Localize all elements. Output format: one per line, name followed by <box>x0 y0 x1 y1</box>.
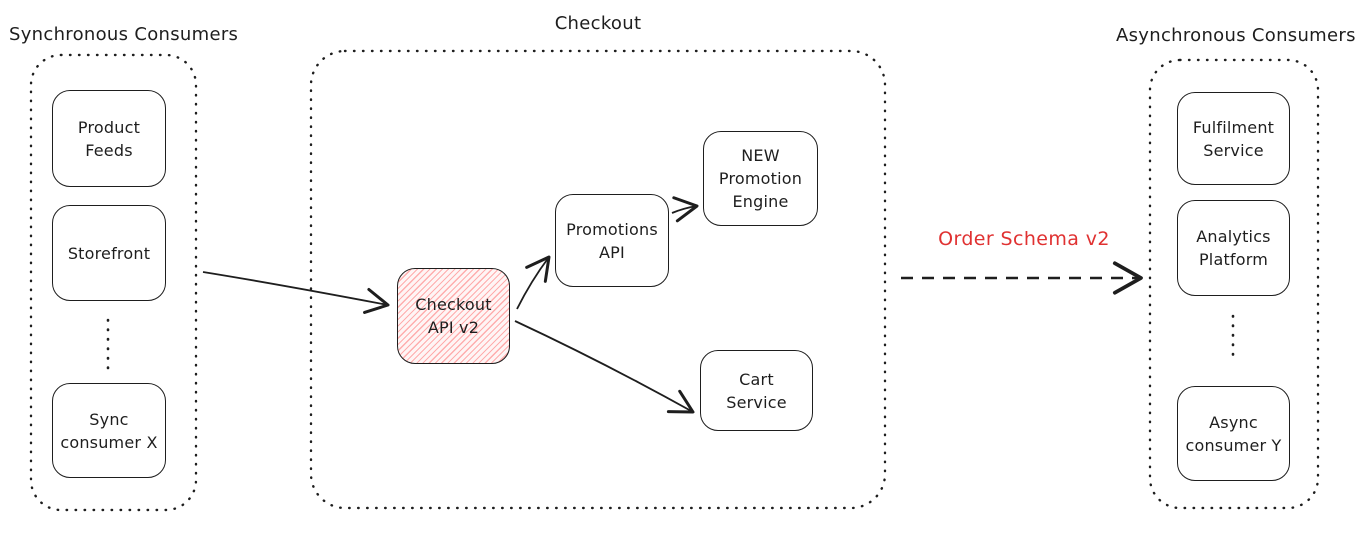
node-label-cart-service: Cart Service <box>726 369 787 412</box>
node-label-promotions-api: Promotions API <box>566 219 658 262</box>
node-label-analytics-platform: Analytics Platform <box>1196 227 1271 269</box>
node-storefront: Storefront <box>52 205 166 301</box>
edge-label-order-schema-v2: Order Schema v2 <box>938 228 1110 250</box>
node-label-product-feeds: Product Feeds <box>77 117 141 160</box>
node-fulfilment-service: Fulfilment Service <box>1177 92 1290 185</box>
node-label-storefront: Storefront <box>67 243 151 263</box>
node-label-new-promotion-engine: NEW Promotion Engine <box>718 146 803 211</box>
arrow-checkout-api-to-cart-service <box>514 320 695 414</box>
node-label-sync-consumer-x: Sync consumer X <box>60 409 158 452</box>
node-promotions-api: Promotions API <box>555 194 669 287</box>
arrow-promotions-api-to-new-promotion-engine <box>671 196 699 223</box>
group-title-asynchronous-consumers: Asynchronous Consumers <box>1116 25 1356 46</box>
node-label-checkout-api-v2: Checkout API v2 <box>415 295 492 337</box>
node-async-consumer-y: Async consumer Y <box>1177 386 1290 481</box>
node-new-promotion-engine: NEW Promotion Engine <box>703 131 818 226</box>
group-title-synchronous-consumers: Synchronous Consumers <box>9 24 239 45</box>
group-title-checkout: Checkout <box>554 13 642 34</box>
node-sync-consumer-x: Sync consumer X <box>52 383 166 478</box>
group-outline-checkout <box>309 49 887 510</box>
arrow-checkout-api-to-promotions-api <box>516 255 551 310</box>
node-label-async-consumer-y: Async consumer Y <box>1185 412 1282 455</box>
node-checkout-api-v2: Checkout API v2 <box>397 268 510 364</box>
arrow-sync-to-checkout-api <box>202 271 390 314</box>
group-outline-asynchronous-consumers <box>1148 58 1320 510</box>
node-cart-service: Cart Service <box>700 350 813 431</box>
node-analytics-platform: Analytics Platform <box>1177 200 1290 296</box>
node-label-fulfilment-service: Fulfilment Service <box>1192 117 1275 160</box>
node-product-feeds: Product Feeds <box>52 90 166 187</box>
